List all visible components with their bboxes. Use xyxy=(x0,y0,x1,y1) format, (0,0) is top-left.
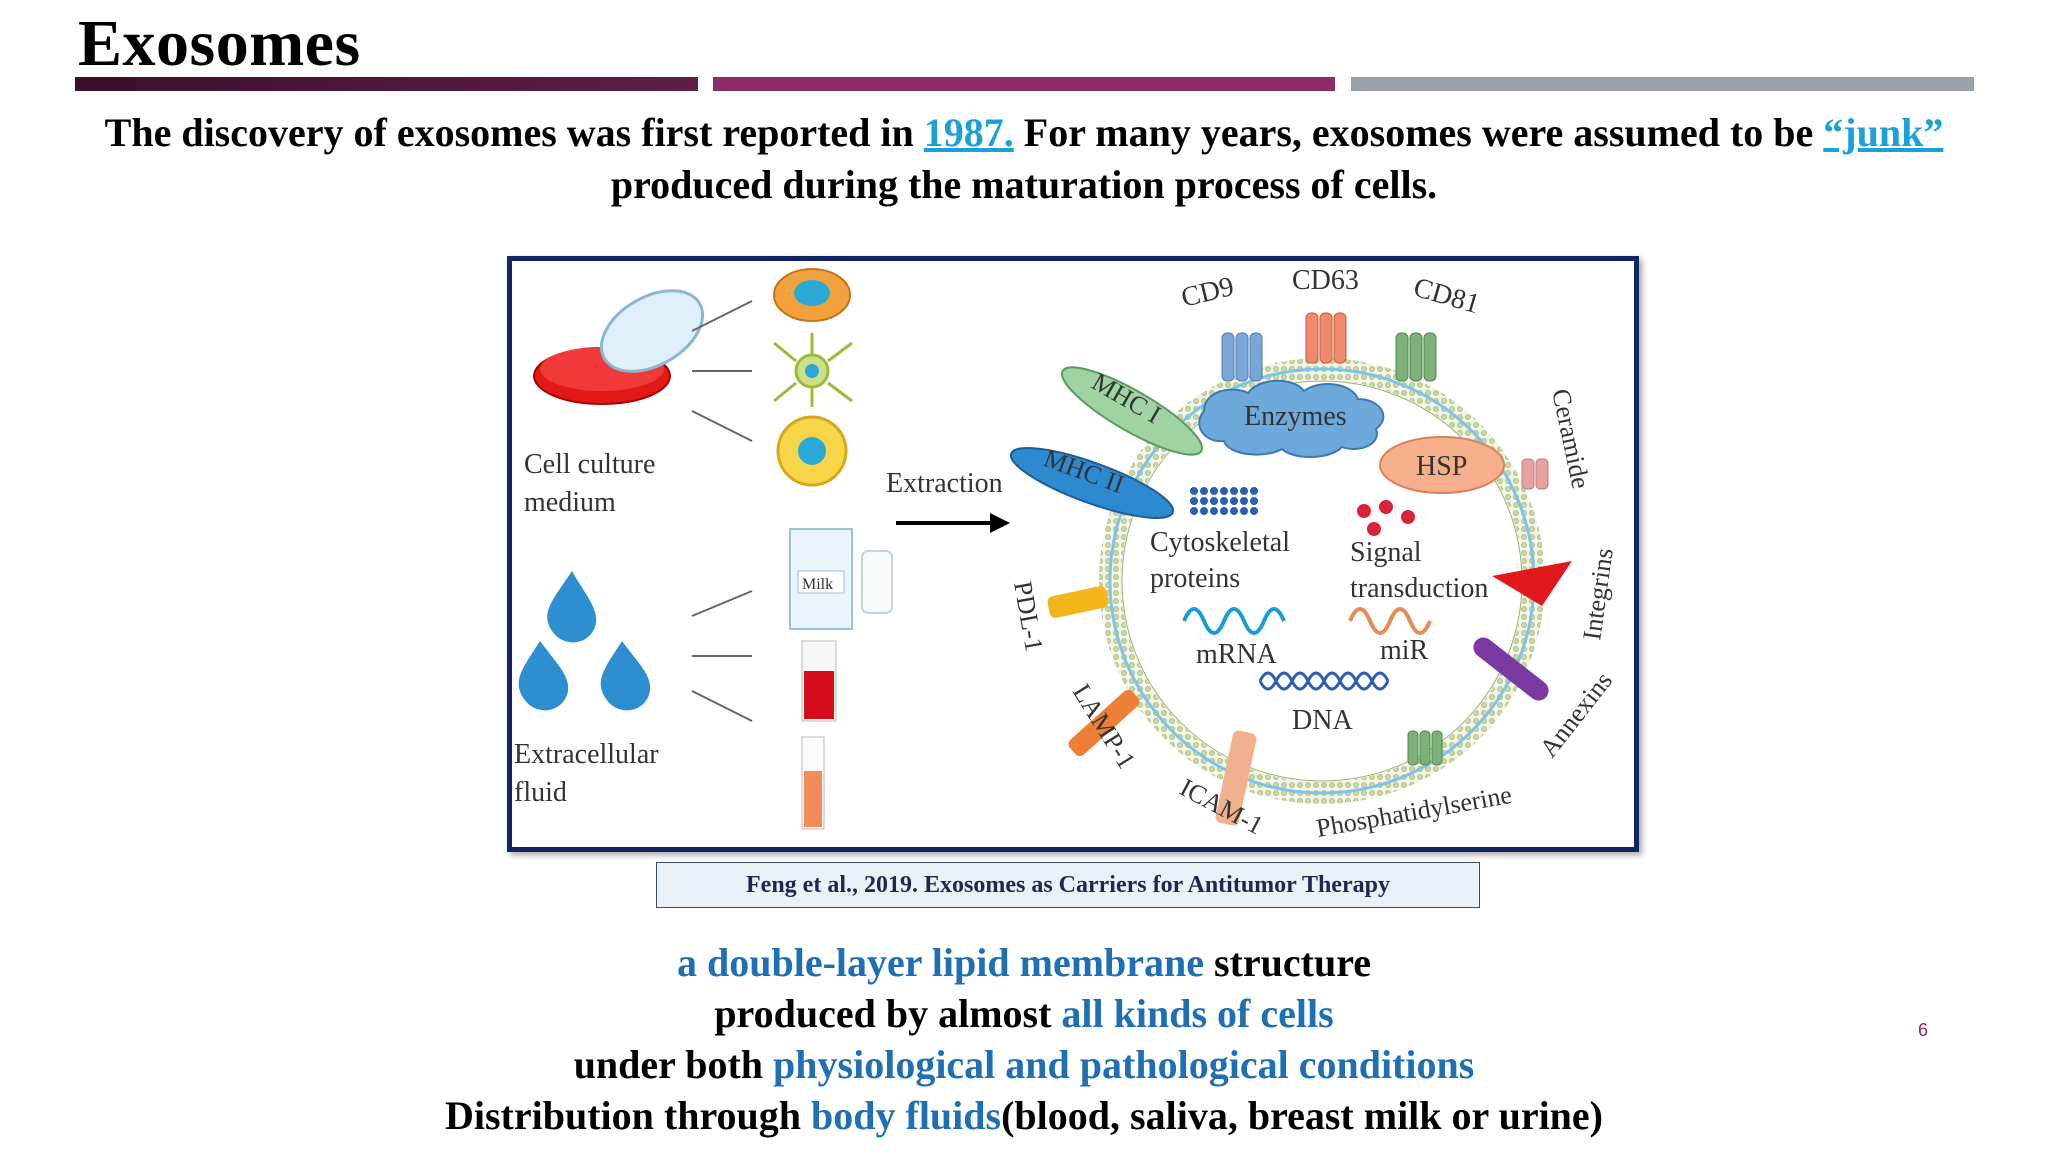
dna-helix-icon xyxy=(1258,671,1390,691)
cd63-label: CD63 xyxy=(1292,265,1359,296)
blood-tube-icon xyxy=(801,640,837,830)
cell-culture-label: Cell culture xyxy=(524,449,655,480)
figure-caption: Feng et al., 2019. Exosomes as Carriers … xyxy=(656,862,1480,908)
extraction-arrow-icon xyxy=(896,513,1010,533)
cd81-label: CD81 xyxy=(1410,272,1483,320)
mrna-label: mRNA xyxy=(1196,639,1278,670)
cytoskeletal-dots-icon xyxy=(1190,487,1258,515)
slide-title: Exosomes xyxy=(78,7,361,80)
signal-label-2: transduction xyxy=(1350,573,1488,604)
dna-label: DNA xyxy=(1292,705,1353,736)
pdl-protein-icon xyxy=(1047,586,1109,618)
intro-paragraph: The discovery of exosomes was first repo… xyxy=(20,107,2028,211)
point-4: Distribution through body fluids(blood, … xyxy=(0,1090,2048,1141)
icam-protein-icon xyxy=(1215,730,1257,826)
signal-label: Signal xyxy=(1350,537,1422,568)
point-3-highlight: physiological and pathological condition… xyxy=(773,1042,1475,1087)
signal-molecules-icon xyxy=(1357,500,1415,536)
point-4-highlight: body fluids xyxy=(811,1093,1002,1138)
exosome-diagram: Cell culture medium Extracellular fluid … xyxy=(514,265,1619,843)
extracellular-fluid-label: Extracellular xyxy=(514,739,659,770)
exosome-figure: Cell culture medium Extracellular fluid … xyxy=(507,256,1639,852)
title-underline-gray xyxy=(1351,77,1974,91)
milk-label: Milk xyxy=(802,576,833,593)
title-underline-magenta xyxy=(713,77,1335,91)
cell-culture-label-2: medium xyxy=(524,487,616,518)
junk-link[interactable]: “junk” xyxy=(1823,110,1944,155)
integrins-label: Integrins xyxy=(1577,546,1619,642)
integrin-protein-icon xyxy=(1492,561,1572,606)
hsp-label: HSP xyxy=(1416,451,1467,482)
point-2-text: produced by almost xyxy=(714,991,1062,1036)
ceramide-label: Ceramide xyxy=(1546,386,1595,491)
petri-dish-icon xyxy=(533,289,705,405)
extracellular-fluid-label-2: fluid xyxy=(514,777,567,808)
point-1: a double-layer lipid membrane structure xyxy=(0,937,2048,988)
immune-cell-icon xyxy=(776,415,848,487)
point-3-text: under both xyxy=(573,1042,774,1087)
pdl-label: PDL-1 xyxy=(1008,579,1049,654)
mir-label: miR xyxy=(1380,635,1429,666)
point-4-suffix: (blood, saliva, breast milk or urine) xyxy=(1001,1093,1604,1138)
point-2: produced by almost all kinds of cells xyxy=(0,988,2048,1039)
page-number: 6 xyxy=(1918,1020,1929,1040)
annexin-protein-icon xyxy=(1473,637,1549,701)
point-3: under both physiological and pathologica… xyxy=(0,1039,2048,1090)
cd9-label: CD9 xyxy=(1178,271,1237,314)
arrow-icon xyxy=(691,300,753,722)
cytoskeletal-label-2: proteins xyxy=(1150,563,1240,594)
annexins-label: Annexins xyxy=(1534,666,1618,762)
key-points: a double-layer lipid membrane structure … xyxy=(0,937,2048,1141)
dendritic-cell-icon xyxy=(773,333,853,407)
cell-icon xyxy=(773,268,851,322)
point-1-highlight: a double-layer lipid membrane xyxy=(676,940,1205,985)
enzymes-cloud-icon xyxy=(1198,379,1385,458)
cytoskeletal-label: Cytoskeletal xyxy=(1150,527,1290,558)
cd63-protein-icon xyxy=(1305,312,1347,364)
year-link[interactable]: 1987. xyxy=(923,110,1014,155)
milk-carton-icon xyxy=(789,528,893,630)
mhc1-molecule-icon xyxy=(1061,366,1203,456)
intro-text-a: The discovery of exosomes was first repo… xyxy=(104,110,924,155)
title-underline-dark xyxy=(75,77,698,91)
mrna-wave-icon xyxy=(1182,607,1286,635)
point-4-text: Distribution through xyxy=(444,1093,811,1138)
extraction-label: Extraction xyxy=(886,468,1003,499)
cd81-protein-icon xyxy=(1395,332,1437,382)
ceramide-icon xyxy=(1521,458,1549,490)
point-1-text: structure xyxy=(1204,940,1372,985)
intro-text-c: produced during the maturation process o… xyxy=(610,162,1438,207)
cd9-protein-icon xyxy=(1221,332,1263,382)
lamp-protein-icon xyxy=(1068,689,1140,757)
enzymes-label: Enzymes xyxy=(1244,401,1347,432)
point-2-highlight: all kinds of cells xyxy=(1061,991,1334,1036)
mhc2-molecule-icon xyxy=(1009,447,1175,519)
hsp-ellipse-icon xyxy=(1379,436,1505,494)
mir-wave-icon xyxy=(1348,607,1432,635)
intro-text-b: For many years, exosomes were assumed to… xyxy=(1013,110,1824,155)
drop-icon xyxy=(518,571,651,711)
phosphatidylserine-icon xyxy=(1407,730,1443,766)
